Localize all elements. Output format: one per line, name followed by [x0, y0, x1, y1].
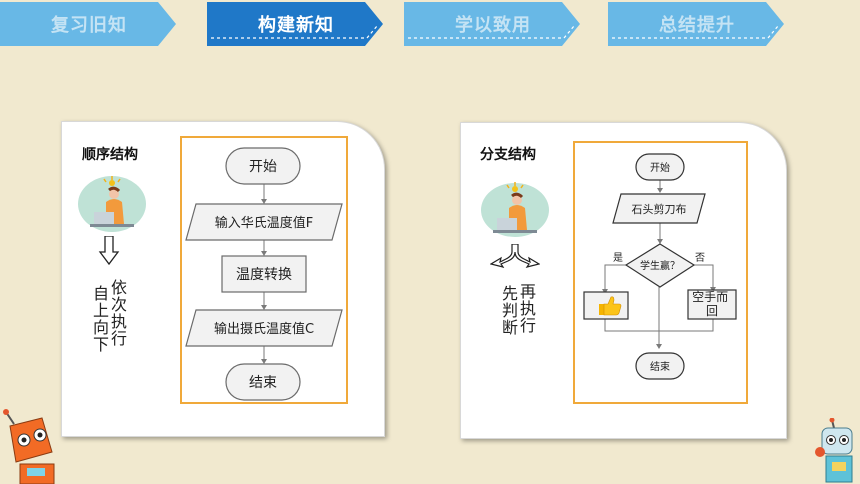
- tab-build[interactable]: 构建新知: [207, 2, 385, 46]
- thumbs-up-icon: [599, 296, 622, 316]
- br-input-node: [612, 193, 706, 224]
- br-start-label: 开始: [650, 161, 670, 174]
- sequence-panel-title: 顺序结构: [82, 147, 138, 163]
- br-no-branch-label: 空手而 回: [692, 290, 732, 318]
- seq-output-node: [185, 309, 343, 347]
- seq-end-label: 结束: [249, 375, 277, 391]
- person-laptop-icon: [481, 182, 549, 237]
- double-arrow-down-icon: [98, 236, 120, 266]
- seq-output-label: 输出摄氏温度值C: [214, 321, 314, 337]
- tab-summary-label: 总结提升: [659, 15, 735, 36]
- sequence-caption-col2: 自上向下: [92, 284, 109, 354]
- br-decision-label: 学生赢？: [640, 259, 680, 272]
- br-no-node: [687, 289, 737, 320]
- br-input-label: 石头剪刀布: [632, 202, 687, 216]
- seq-process-node: [221, 255, 307, 293]
- tab-build-label: 构建新知: [258, 15, 334, 36]
- tab-review[interactable]: 复习旧知: [0, 2, 178, 46]
- tab-summary-bg: [608, 2, 784, 46]
- seq-start-label: 开始: [249, 159, 277, 175]
- tab-apply[interactable]: 学以致用: [404, 2, 582, 46]
- br-end-node: [635, 352, 685, 380]
- branch-caption-col2: 先判断: [501, 284, 518, 337]
- section-nav: 复习旧知 构建新知 学以致用 总结提升: [0, 2, 860, 46]
- seq-input-node: [185, 203, 343, 241]
- sequence-caption-col1: 依次执行: [110, 278, 127, 348]
- robot-right-icon: [815, 418, 853, 483]
- br-start-node: [635, 153, 685, 181]
- br-yes-label: 是: [613, 252, 623, 264]
- seq-start-node: [225, 147, 301, 185]
- seq-end-node: [225, 363, 301, 401]
- tab-review-bg: [0, 2, 176, 46]
- tab-review-label: 复习旧知: [51, 15, 127, 36]
- branch-caption-col1: 再执行: [519, 282, 536, 335]
- seq-process-label: 温度转换: [236, 266, 292, 283]
- person-laptop-icon: [78, 176, 146, 232]
- branch-panel-title: 分支结构: [480, 147, 536, 163]
- fork-arrow-icon: [490, 244, 540, 268]
- tab-apply-bg: [404, 2, 580, 46]
- br-decision-node: [624, 243, 696, 288]
- tab-summary[interactable]: 总结提升: [608, 2, 786, 46]
- branch-flowchart: 开始 石头剪刀布 学生赢？ 是 否 空手而 回 结束: [573, 141, 748, 404]
- br-end-label: 结束: [650, 360, 670, 373]
- seq-input-label: 输入华氏温度值F: [215, 215, 313, 231]
- robot-left-icon: [3, 409, 55, 484]
- tab-build-bg: [207, 2, 383, 46]
- sequence-flowchart: 开始 输入华氏温度值F 温度转换 输出摄氏温度值C 结束: [180, 136, 348, 404]
- tab-apply-label: 学以致用: [455, 15, 531, 36]
- br-no-label: 否: [695, 252, 705, 264]
